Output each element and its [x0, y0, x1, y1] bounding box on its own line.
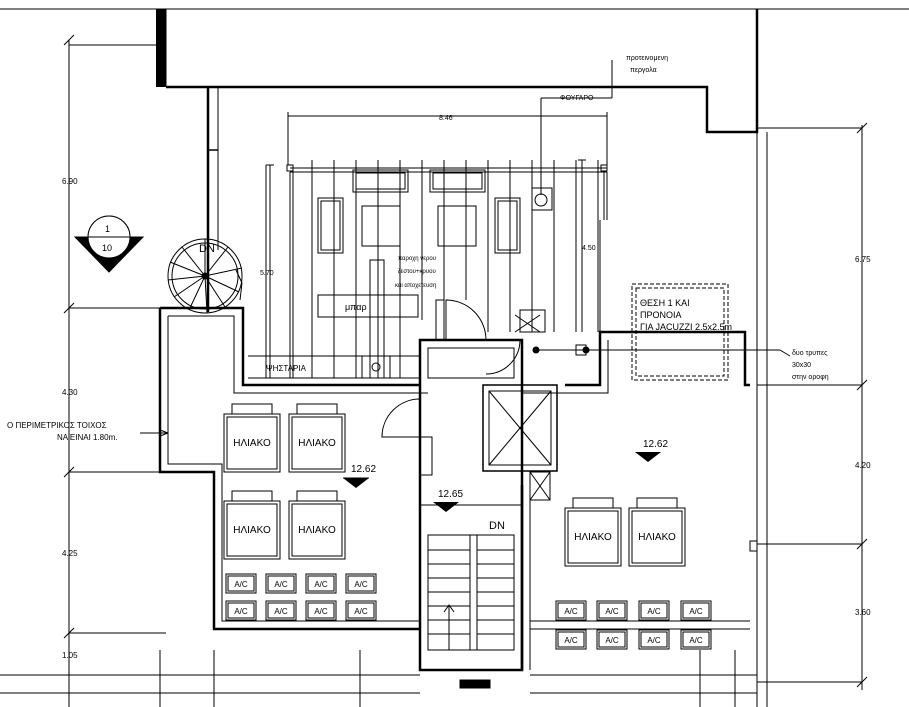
holes-note-line3: στην οροφη — [792, 374, 829, 381]
water-note-line2: ζεστου+κρυου — [398, 269, 436, 275]
ac-unit: A/C — [225, 600, 257, 621]
pergola-dimension-guides — [265, 165, 601, 378]
hatched-wall — [156, 9, 167, 87]
ac-unit: A/C — [345, 600, 377, 621]
ac-unit: A/C — [555, 629, 587, 650]
leaders — [140, 60, 791, 437]
dim-left-top: 6.90 — [62, 177, 78, 186]
ac-unit: A/C — [305, 600, 337, 621]
bar-label: μπαρ — [345, 302, 367, 312]
right-dimension-line — [757, 122, 868, 690]
ac-unit-label: A/C — [647, 607, 661, 616]
level-left: 12.62 — [351, 464, 376, 475]
solar-panel-label: ΗΛΙΑΚΟ — [574, 532, 612, 543]
ac-unit: A/C — [555, 600, 587, 621]
ac-unit-label: A/C — [354, 607, 368, 616]
ac-unit-label: A/C — [647, 636, 661, 645]
dim-pergola-depth: 5.70 — [260, 270, 274, 277]
ac-unit: A/C — [638, 600, 670, 621]
solar-panel: ΗΛΙΑΚΟ — [223, 490, 281, 560]
dim-left-mid: 4.30 — [62, 388, 78, 397]
ac-units: A/C A/C A/C A/C A/C A/C A/C A/C A/C A/C A/C A/C A/C A… — [225, 573, 712, 650]
ac-unit: A/C — [596, 629, 628, 650]
dim-pergola-depth-right: 4.50 — [582, 245, 596, 252]
ac-unit-label: A/C — [564, 607, 578, 616]
section-marker-bottom: 10 — [102, 243, 112, 253]
pergola — [266, 112, 608, 378]
ac-unit-label: A/C — [564, 636, 578, 645]
spiral-dn-label: DN — [199, 243, 215, 255]
solar-panel-label: ΗΛΙΑΚΟ — [298, 438, 336, 449]
wall-note-line1: Ο ΠΕΡΙΜΕΤΡΙΚΟΣ ΤΟΙΧΟΣ — [7, 421, 107, 430]
solar-panel: ΗΛΙΑΚΟ — [223, 403, 281, 473]
spiral-staircase — [167, 238, 243, 314]
solar-panel: ΗΛΙΑΚΟ — [564, 497, 622, 567]
lounge-furniture — [248, 169, 553, 379]
core-walls — [418, 338, 558, 672]
solar-panel: ΗΛΙΑΚΟ — [288, 403, 346, 473]
dim-left-bottom: 1.05 — [62, 651, 78, 660]
level-stair: 12.65 — [438, 489, 463, 500]
ac-unit-label: A/C — [314, 607, 328, 616]
ac-unit: A/C — [225, 573, 257, 594]
holes-note-line2: 30x30 — [792, 362, 811, 369]
ac-unit: A/C — [265, 600, 297, 621]
ac-unit: A/C — [680, 600, 712, 621]
wall-note-line2: ΝΑ ΕΙΝΑΙ 1.80m. — [57, 433, 117, 442]
left-dimension-line — [63, 34, 166, 707]
solar-panel: ΗΛΙΑΚΟ — [628, 497, 686, 567]
dim-pergola-width: 8.46 — [439, 115, 453, 122]
pergola-note-line1: προτεινομενη — [626, 55, 668, 62]
ac-unit-label: A/C — [234, 607, 248, 616]
level-right: 12.62 — [643, 439, 668, 450]
ac-unit-label: A/C — [314, 580, 328, 589]
jacuzzi-line3: ΓΙΑ JACUZZI 2.5x2.5m — [640, 322, 732, 332]
ground-lines — [0, 650, 757, 707]
ac-unit-label: A/C — [234, 580, 248, 589]
jacuzzi-line1: ΘΕΣΗ 1 ΚΑΙ — [640, 298, 690, 308]
ac-unit-label: A/C — [274, 607, 288, 616]
ac-unit: A/C — [305, 573, 337, 594]
water-note-line1: παροχη νερου — [398, 256, 436, 262]
section-marker — [73, 215, 145, 273]
ac-unit: A/C — [680, 629, 712, 650]
dim-right-top: 6.75 — [855, 255, 871, 264]
ac-unit-label: A/C — [605, 636, 619, 645]
door-swings — [381, 299, 521, 438]
ac-unit-label: A/C — [689, 636, 703, 645]
dim-right-mid: 4.20 — [855, 461, 871, 470]
dim-left-low: 4.25 — [62, 549, 78, 558]
stair-flight — [427, 534, 515, 689]
stair-dn-label: DN — [489, 520, 505, 532]
solar-panel-label: ΗΛΙΑΚΟ — [638, 532, 676, 543]
jacuzzi-line2: ΠΡΟΝΟΙΑ — [640, 310, 682, 320]
ac-unit-label: A/C — [689, 607, 703, 616]
solar-panel: ΗΛΙΑΚΟ — [288, 490, 346, 560]
ac-unit: A/C — [638, 629, 670, 650]
ac-unit: A/C — [596, 600, 628, 621]
roof-outline — [166, 9, 759, 134]
holes-note-line1: δυο τρυπες — [792, 350, 828, 357]
solar-panel-label: ΗΛΙΑΚΟ — [233, 525, 271, 536]
fireplace-label: ΦΟΥΓΑΡΟ — [560, 95, 594, 102]
ac-unit-label: A/C — [605, 607, 619, 616]
right-wall — [749, 132, 768, 707]
grill-label: ΨΗΣΤΑΡΙΑ — [266, 364, 307, 373]
ac-unit: A/C — [265, 573, 297, 594]
section-marker-top: 1 — [105, 224, 110, 234]
pergola-note-line2: περγολα — [630, 67, 657, 74]
jacuzzi-area — [631, 283, 729, 381]
dim-right-low: 3.60 — [855, 608, 871, 617]
ac-unit-label: A/C — [274, 580, 288, 589]
ac-unit-label: A/C — [354, 580, 368, 589]
level-markers — [343, 452, 661, 512]
ac-unit: A/C — [345, 573, 377, 594]
solar-panel-label: ΗΛΙΑΚΟ — [233, 438, 271, 449]
water-note-line3: και αποχετευση — [395, 283, 436, 289]
solar-panels: ΗΛΙΑΚΟ ΗΛΙΑΚΟ ΗΛΙΑΚΟ ΗΛΙΑΚΟ ΗΛΙΑΚΟ ΗΛΙΑΚΟ — [223, 403, 686, 567]
solar-panel-label: ΗΛΙΑΚΟ — [298, 525, 336, 536]
